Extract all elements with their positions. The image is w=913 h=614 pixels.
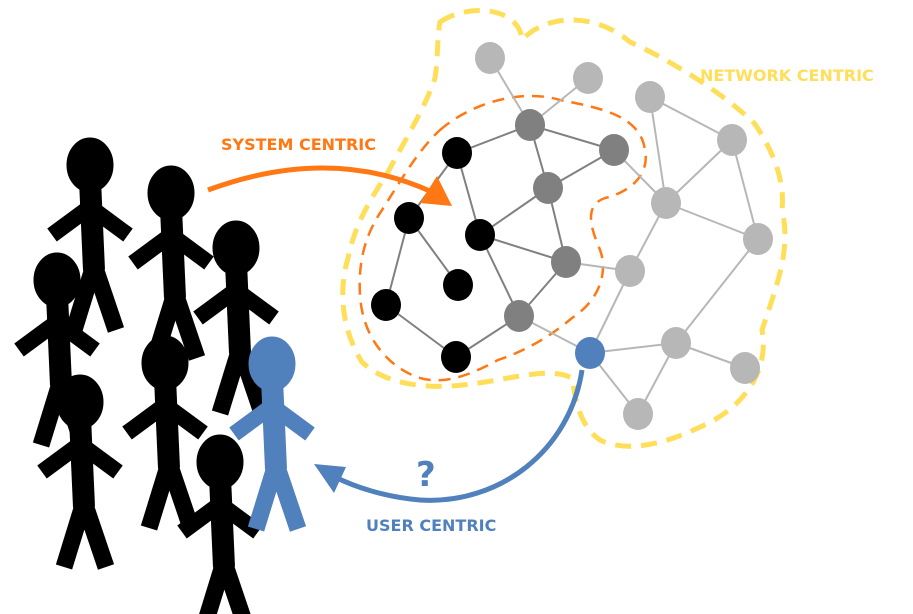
user-node <box>575 337 605 369</box>
person-figure <box>182 435 258 614</box>
node <box>465 219 495 251</box>
node <box>717 124 747 156</box>
system-centric-boundary <box>358 94 648 382</box>
network-centric-boundary <box>340 7 788 449</box>
node <box>504 300 534 332</box>
node <box>573 62 603 94</box>
node <box>371 289 401 321</box>
system-centric-arrow <box>207 165 452 206</box>
person-figure <box>127 336 203 528</box>
network-nodes <box>371 42 773 430</box>
network-centric-label: NETWORK CENTRIC <box>700 66 874 85</box>
crowd <box>19 138 274 614</box>
person-figure <box>133 166 209 358</box>
node <box>442 137 472 169</box>
node <box>515 109 545 141</box>
node <box>533 172 563 204</box>
node <box>475 42 505 74</box>
node <box>623 398 653 430</box>
node <box>651 187 681 219</box>
user-centric-label: USER CENTRIC <box>366 516 496 535</box>
node <box>551 246 581 278</box>
node <box>635 81 665 113</box>
node <box>443 269 473 301</box>
question-mark: ? <box>416 455 436 495</box>
node <box>599 134 629 166</box>
node <box>743 223 773 255</box>
user-centric-arrow <box>314 369 585 503</box>
system-centric-label: SYSTEM CENTRIC <box>221 135 376 154</box>
node <box>394 202 424 234</box>
node <box>615 255 645 287</box>
node <box>661 327 691 359</box>
node <box>441 341 471 373</box>
node <box>730 352 760 384</box>
